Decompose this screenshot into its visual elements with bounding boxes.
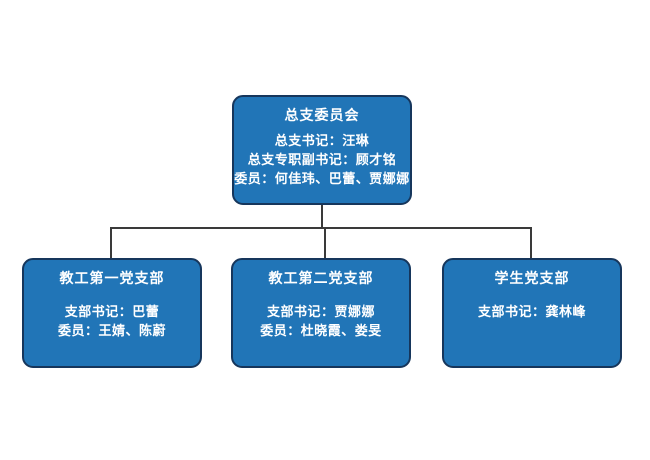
node-body: 支部书记：龚林峰 [444, 302, 620, 321]
org-node-faculty-branch-1: 教工第一党支部 支部书记：巴蕾 委员：王婧、陈蔚 [22, 258, 202, 368]
node-line-deputy-secretary: 总支专职副书记：顾才铭 [247, 152, 397, 167]
node-line-secretary: 支部书记：龚林峰 [477, 304, 586, 319]
org-node-faculty-branch-2: 教工第二党支部 支部书记：贾娜娜 委员：杜晓霞、娄旻 [231, 258, 411, 368]
node-line-secretary: 支部书记：贾娜娜 [266, 304, 375, 319]
node-body: 支部书记：巴蕾 委员：王婧、陈蔚 [24, 302, 200, 340]
org-node-general-branch-committee: 总支委员会 总支书记：汪琳 总支专职副书记：顾才铭 委员：何佳玮、巴蕾、贾娜娜 [232, 95, 412, 205]
node-line-members: 委员：何佳玮、巴蕾、贾娜娜 [234, 171, 410, 186]
node-title: 学生党支部 [494, 270, 570, 286]
connector-branch3-vertical [530, 228, 532, 258]
connector-horizontal [110, 227, 532, 229]
node-line-secretary: 总支书记：汪琳 [274, 133, 370, 148]
node-line-secretary: 支部书记：巴蕾 [64, 304, 160, 319]
connector-branch2-vertical [324, 228, 326, 258]
connector-branch1-vertical [110, 228, 112, 258]
node-body: 支部书记：贾娜娜 委员：杜晓霞、娄旻 [233, 302, 409, 340]
node-title: 总支委员会 [284, 107, 360, 123]
connector-root-vertical [321, 205, 323, 229]
node-title: 教工第二党支部 [268, 270, 374, 286]
node-body: 总支书记：汪琳 总支专职副书记：顾才铭 委员：何佳玮、巴蕾、贾娜娜 [234, 131, 410, 188]
node-title: 教工第一党支部 [59, 270, 165, 286]
node-line-members: 委员：王婧、陈蔚 [57, 323, 166, 338]
org-node-student-branch: 学生党支部 支部书记：龚林峰 [442, 258, 622, 368]
node-line-members: 委员：杜晓霞、娄旻 [260, 323, 382, 338]
